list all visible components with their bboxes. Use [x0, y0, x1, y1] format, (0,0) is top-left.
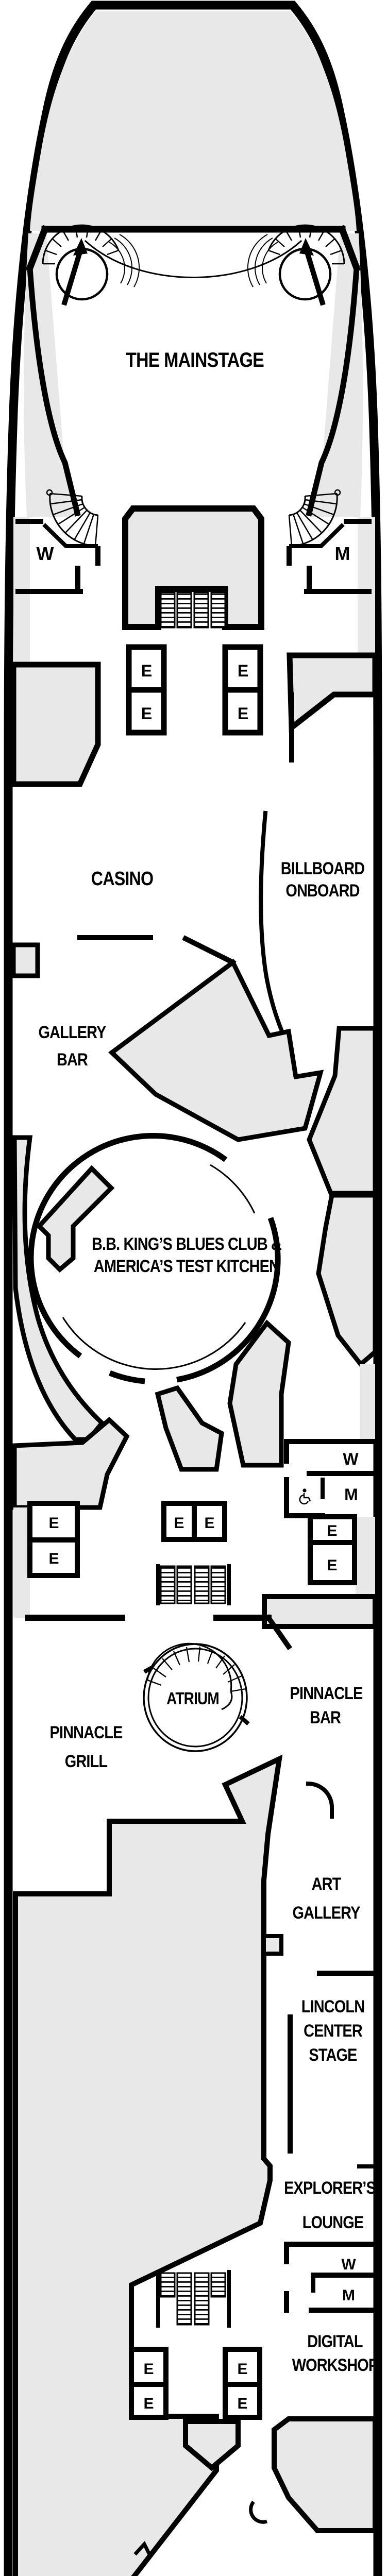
wheelchair-icon [299, 1488, 311, 1505]
mainstage-spiral-stairs [42, 225, 344, 305]
label-gallery-bar-1: GALLERY [38, 1022, 106, 1042]
elevator-bank-midship [27, 1501, 357, 1585]
label-elevator: E [327, 1557, 336, 1574]
pinnacle-bar-counter [262, 1594, 378, 1629]
mainstage-theater [25, 225, 361, 517]
label-pinnacle-bar-2: BAR [310, 1707, 341, 1727]
label-elevator: E [141, 662, 152, 680]
label-atrium: ATRIUM [166, 1689, 219, 1708]
label-mens-fwd: M [335, 543, 350, 564]
label-bbkings-2: AMERICA’S TEST KITCHEN [94, 1256, 279, 1276]
label-mainstage: THE MAINSTAGE [126, 348, 264, 371]
starboard-wedge [310, 233, 363, 517]
elevator-bank-aft [129, 2347, 262, 2420]
elevator-gap-service [183, 2419, 241, 2471]
center-service-wedge [108, 959, 324, 1142]
bbkings-room [28, 1132, 281, 1384]
label-explorers-1: EXPLORER’S [284, 2178, 376, 2198]
label-lincoln-2: CENTER [304, 2021, 363, 2041]
label-explorers-2: LOUNGE [302, 2212, 364, 2232]
notch [133, 2540, 153, 2557]
door-arc [306, 1781, 334, 1819]
label-digital-2: WORKSHOP [292, 2355, 378, 2375]
balcony-front-curve [84, 240, 302, 278]
port-wedge [24, 233, 76, 517]
service-areas [10, 11, 378, 2576]
bow-area [30, 11, 357, 231]
label-elevator: E [238, 704, 248, 723]
label-gallery-bar-2: BAR [57, 1049, 88, 1070]
starboard-service-band2 [316, 1193, 378, 1368]
funnel-arc [249, 2500, 268, 2524]
stage-stairs [160, 591, 226, 629]
aft-walls [284, 1971, 378, 2313]
label-digital-1: DIGITAL [307, 2331, 363, 2351]
port-crescent [12, 1135, 106, 1442]
label-casino: CASINO [91, 868, 153, 890]
label-art-gallery-2: GALLERY [292, 1903, 360, 1923]
starboard-lower-wedge [227, 1319, 291, 1468]
label-womens-mid: W [343, 1450, 359, 1468]
labels: THE MAINSTAGE W M E E E E CASINO BILLBOA… [37, 348, 379, 2412]
label-pinnacle-grill-2: GRILL [65, 1751, 108, 1771]
label-bbkings-1: B.B. KING’S BLUES CLUB & [92, 1234, 281, 1254]
bbkings-stage [36, 1165, 115, 1273]
label-elevator: E [238, 662, 248, 680]
label-elevator: E [174, 1515, 183, 1532]
label-lincoln-1: LINCOLN [301, 1996, 364, 2016]
label-art-gallery-1: ART [312, 1874, 341, 1894]
midship-stairs [156, 1564, 231, 1605]
label-elevator: E [327, 1522, 336, 1539]
aft-stairs [156, 2270, 231, 2328]
port-service-block [10, 662, 101, 787]
label-womens-aft: W [341, 2256, 356, 2273]
port-notch [11, 942, 40, 978]
label-elevator: E [48, 1515, 58, 1532]
label-womens-fwd: W [37, 543, 54, 564]
label-lincoln-3: STAGE [309, 2045, 357, 2065]
label-billboard-1: BILLBOARD [281, 858, 365, 878]
starboard-aft-service [272, 2416, 378, 2533]
label-elevator: E [237, 2395, 247, 2412]
label-billboard-2: ONBOARD [285, 880, 359, 901]
elevator-bank-forward [126, 644, 263, 736]
label-mens-mid: M [344, 1485, 358, 1504]
label-pinnacle-bar-1: PINNACLE [290, 1683, 363, 1703]
label-elevator: E [204, 1515, 214, 1532]
pinnacle-walls [25, 1614, 334, 1819]
center-lower-wedge [155, 1385, 224, 1472]
label-elevator: E [143, 2395, 153, 2412]
label-elevator: E [237, 2361, 247, 2378]
casino-walls [77, 810, 285, 1036]
galley-area [13, 1754, 283, 2576]
label-elevator: E [141, 704, 152, 723]
gallery-notch [262, 1934, 283, 1956]
theater-lobby [15, 490, 372, 594]
label-elevator: E [48, 1550, 58, 1567]
label-pinnacle-grill-1: PINNACLE [50, 1722, 123, 1742]
casino-billboard-arc [259, 810, 285, 1036]
label-mens-aft: M [342, 2287, 355, 2304]
atrium-oval [143, 1642, 250, 1752]
label-elevator: E [143, 2361, 153, 2378]
